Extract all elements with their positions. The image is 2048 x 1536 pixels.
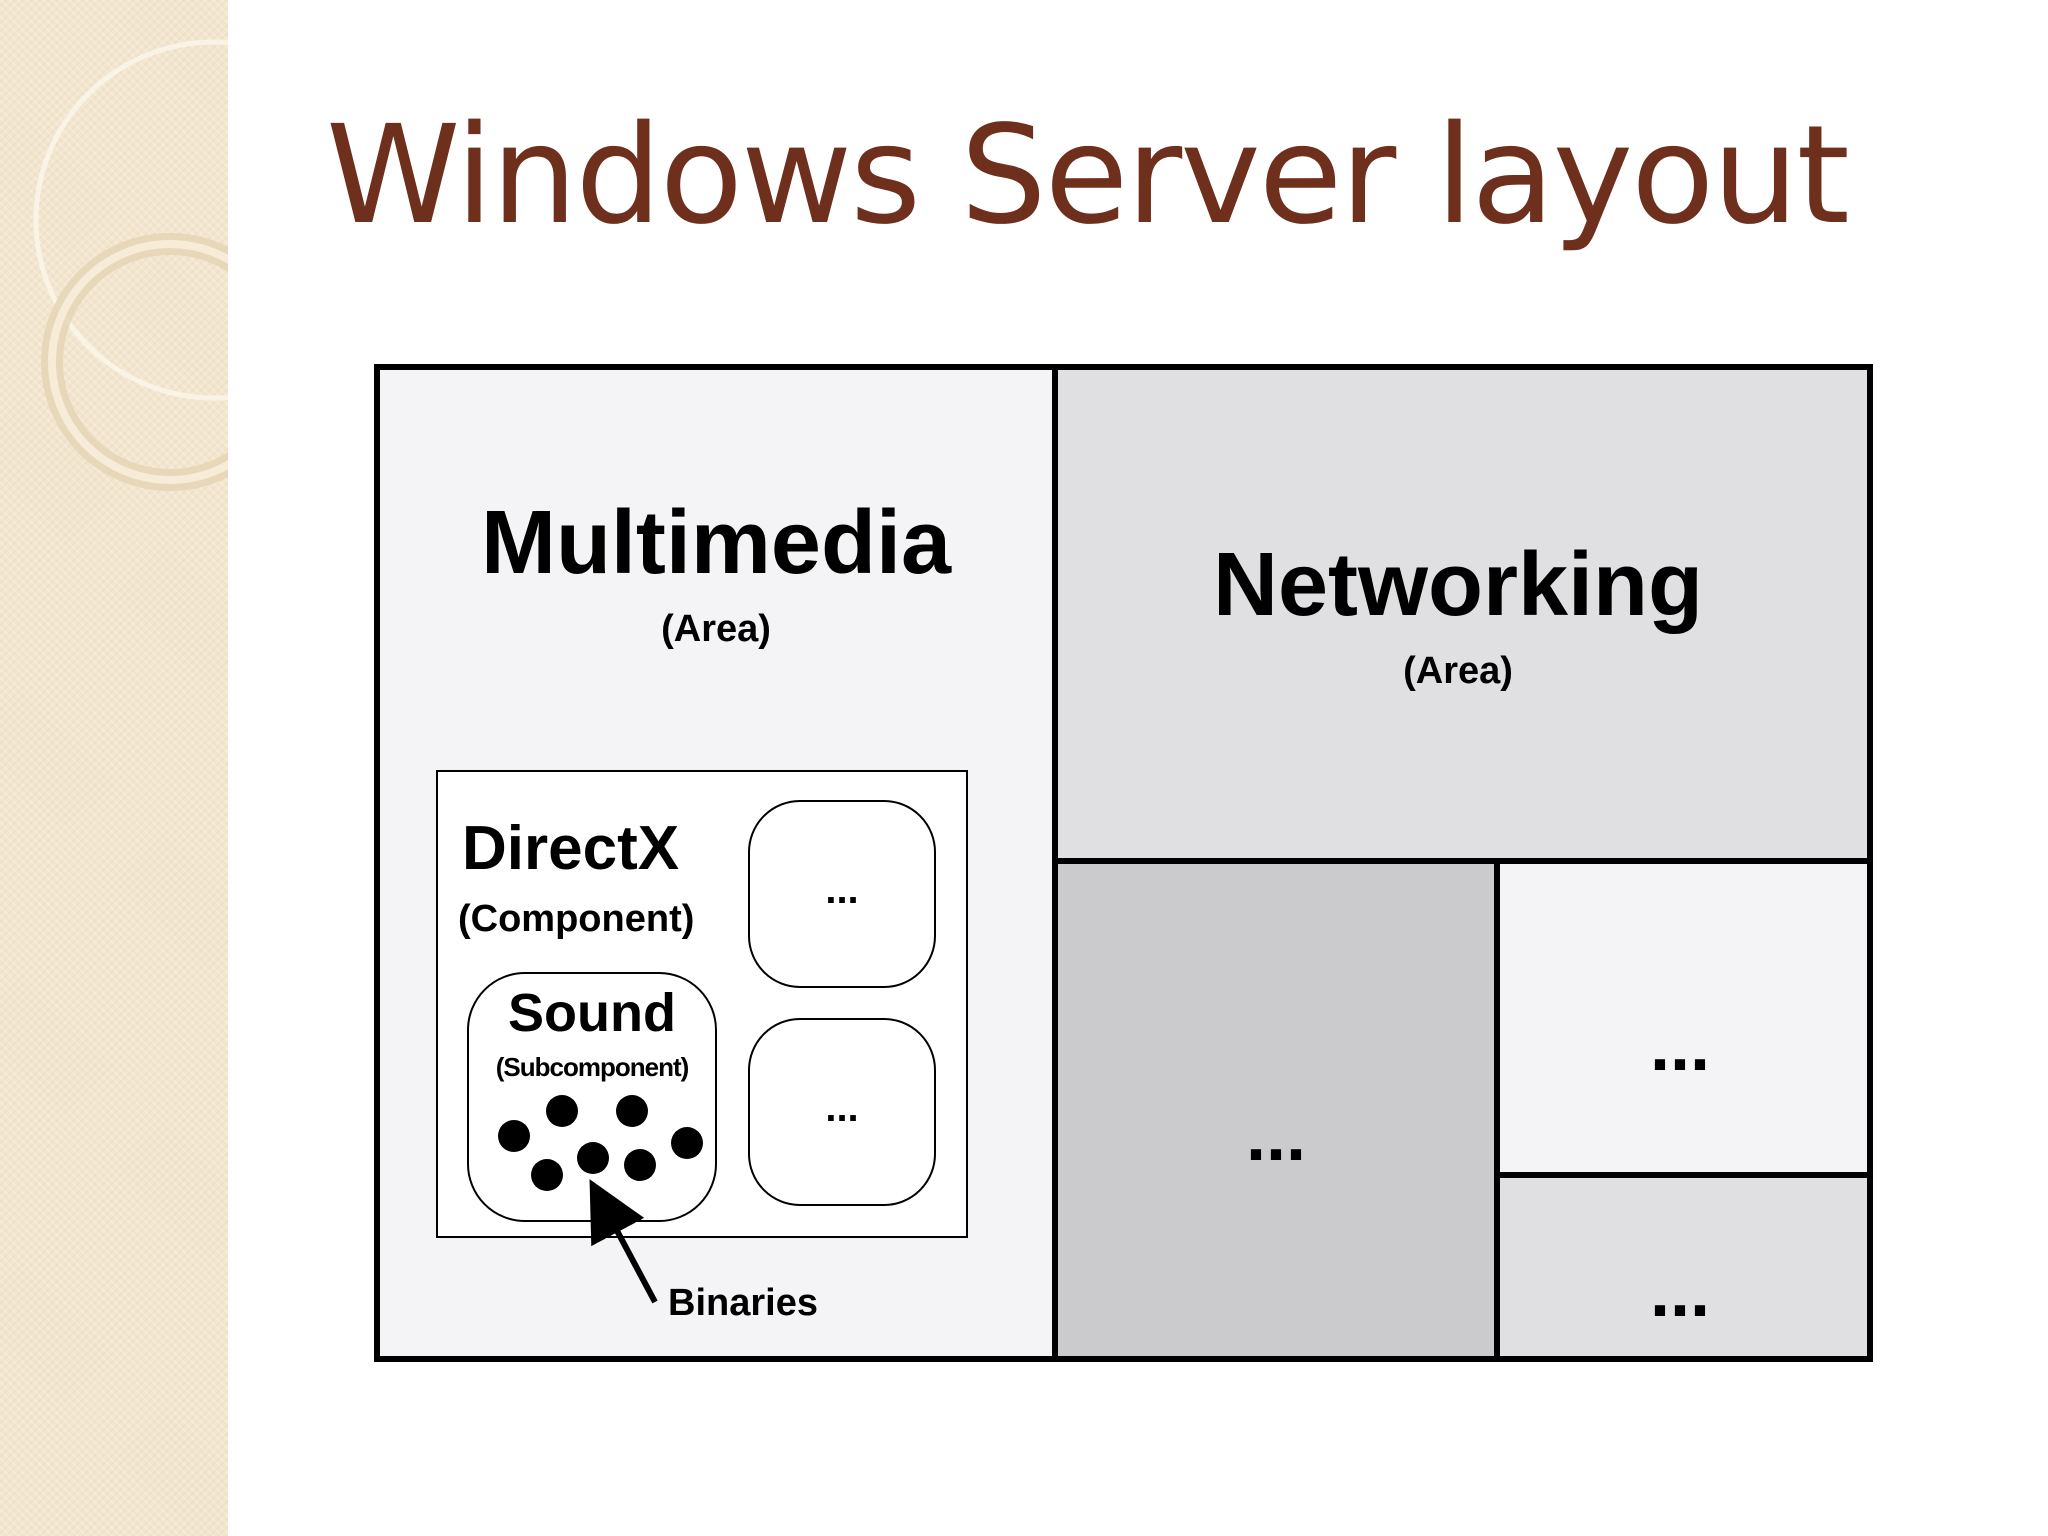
other-area-lower-right xyxy=(1494,1172,1873,1362)
binary-dot xyxy=(577,1142,609,1174)
binary-dot xyxy=(531,1159,563,1191)
other-area-label-lower-right: ... xyxy=(1649,1252,1710,1332)
slide-title: Windows Server layout xyxy=(326,97,1850,255)
other-component-box-lower xyxy=(748,1018,936,1206)
sound-subcomponent-kind: (Subcomponent) xyxy=(495,1052,690,1082)
binary-dot xyxy=(624,1149,656,1181)
binaries-label: Binaries xyxy=(668,1282,818,1324)
directx-component-kind: (Component) xyxy=(458,898,695,940)
other-component-label-upper: ... xyxy=(825,868,859,912)
other-area-label-upper-right: ... xyxy=(1649,1006,1710,1086)
networking-area-kind: (Area) xyxy=(1403,650,1513,692)
multimedia-area-name: Multimedia xyxy=(480,493,952,593)
binary-dot xyxy=(616,1095,648,1127)
sound-subcomponent-name: Sound xyxy=(508,983,676,1043)
other-area-label-large: ... xyxy=(1245,1096,1306,1176)
other-component-label-lower: ... xyxy=(825,1086,859,1130)
decorative-rings xyxy=(33,39,228,491)
other-component-box-upper xyxy=(748,800,936,988)
directx-component-name: DirectX xyxy=(462,814,680,883)
networking-area-name: Networking xyxy=(1212,535,1704,635)
other-area-large xyxy=(1058,858,1500,1362)
binary-dot xyxy=(671,1127,703,1159)
binary-dot xyxy=(498,1120,530,1152)
decorative-side-band xyxy=(0,0,228,1536)
binaries-arrow xyxy=(589,1179,658,1304)
multimedia-area-kind: (Area) xyxy=(661,608,771,650)
binary-dot xyxy=(546,1095,578,1127)
other-area-upper-right xyxy=(1494,858,1873,1178)
